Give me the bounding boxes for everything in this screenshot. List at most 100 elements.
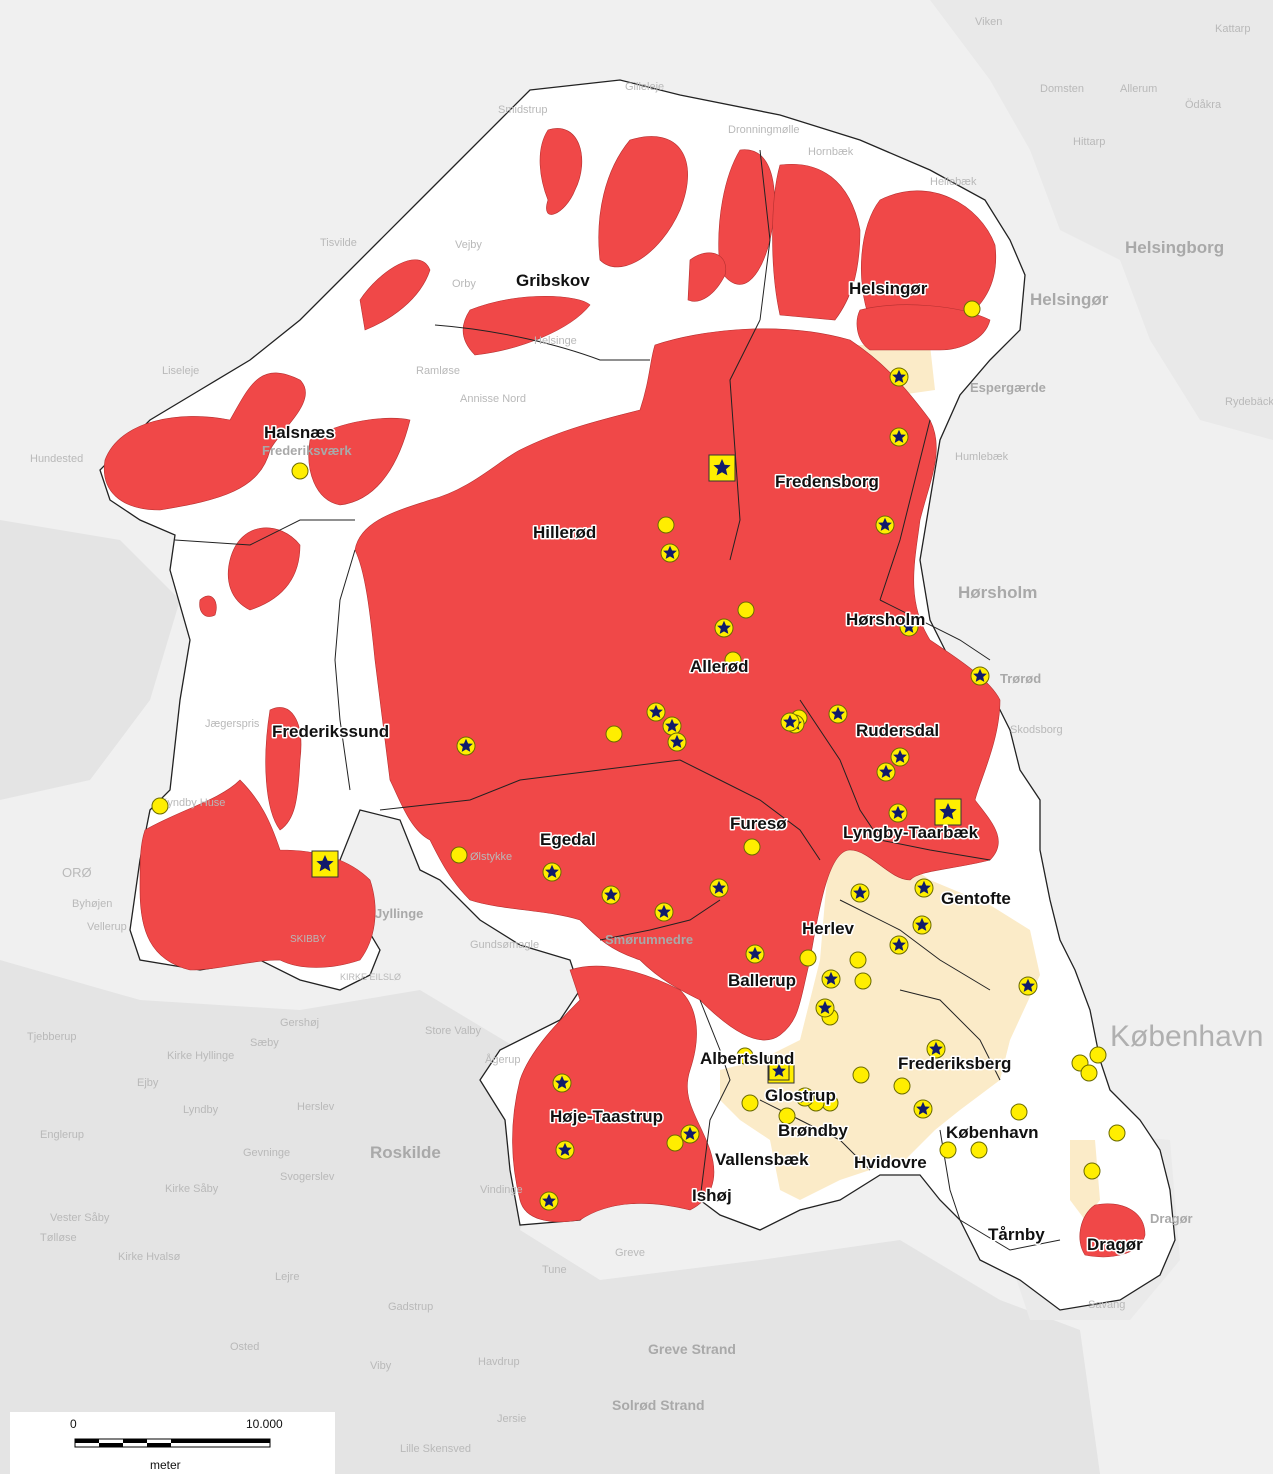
place-label: Vejby — [455, 239, 482, 251]
place-label-large: Helsingør — [1030, 290, 1109, 309]
yellow-circle-marker[interactable] — [854, 972, 872, 990]
red-zone-helsingor-2 — [861, 190, 997, 321]
yellow-circle-marker[interactable] — [1108, 1124, 1126, 1142]
yellow-circle-marker[interactable] — [852, 1066, 870, 1084]
boundary-line — [799, 699, 991, 861]
place-label: Smidstrup — [498, 104, 548, 116]
yellow-circle-marker[interactable] — [291, 462, 309, 480]
boundary-line — [839, 899, 991, 991]
place-label: Vester Såby — [50, 1212, 110, 1224]
municipality-label-hillerod: Hillerød — [533, 523, 596, 542]
place-label: Rydebäck — [1225, 396, 1273, 408]
place-label: Gadstrup — [388, 1301, 433, 1313]
municipality-label-frederiksberg: Frederiksberg — [898, 1054, 1011, 1073]
place-label-large: Roskilde — [370, 1143, 441, 1162]
municipality-label-gribskov: Gribskov — [516, 271, 590, 290]
place-label: Ramløse — [416, 365, 460, 377]
red-zone-frederikssund-1 — [227, 527, 301, 611]
yellow-circle-marker[interactable] — [736, 1047, 754, 1065]
boundary-line — [759, 1099, 871, 1171]
yellow-circle-marker[interactable] — [970, 1141, 988, 1159]
yellow-circle-marker[interactable] — [724, 651, 742, 669]
scale-bar-segment — [171, 1439, 270, 1443]
place-label: Domsten — [1040, 83, 1084, 95]
municipality-label-halsnaes: Halsnæs — [264, 423, 335, 442]
place-label: Dronningmølle — [728, 124, 800, 136]
municipality-label-albertslund: Albertslund — [700, 1049, 794, 1068]
municipality-label-glostrup: Glostrup — [765, 1086, 836, 1105]
scale-bar-segment — [75, 1439, 99, 1443]
municipality-label-fureso: Furesø — [730, 814, 787, 833]
place-label: Tjebberup — [27, 1031, 77, 1043]
place-label: Sæby — [250, 1037, 279, 1049]
place-label-large: Smørumnedre — [605, 932, 693, 947]
yellow-circle-marker[interactable] — [1010, 1103, 1028, 1121]
place-label: Hornbæk — [808, 146, 854, 158]
yellow-circle-marker[interactable] — [743, 838, 761, 856]
place-label: Englerup — [40, 1129, 84, 1141]
yellow-circle-marker[interactable] — [741, 1094, 759, 1112]
place-label: Kyndby Huse — [160, 797, 225, 809]
yellow-circle-marker[interactable] — [1080, 1064, 1098, 1082]
municipality-label-hoje-taastrup: Høje-Taastrup — [550, 1107, 663, 1126]
boundary-line — [699, 999, 731, 1201]
red-zone-skibby — [139, 779, 376, 971]
place-label: Tune — [542, 1264, 567, 1276]
yellow-circle-marker[interactable] — [1083, 1162, 1101, 1180]
place-label: Helsinge — [534, 335, 577, 347]
scale-bar-segment — [147, 1443, 171, 1447]
place-label: Ödåkra — [1185, 99, 1222, 111]
yellow-circle-marker[interactable] — [605, 725, 623, 743]
municipality-label-allerod: Allerød — [690, 657, 749, 676]
place-label-large: Trørød — [1000, 671, 1041, 686]
yellow-circle-marker[interactable] — [778, 1107, 796, 1125]
yellow-circle-marker[interactable] — [893, 1077, 911, 1095]
red-zone-frederikssund-3 — [265, 707, 302, 831]
place-label: Kirke Hyllinge — [167, 1050, 234, 1062]
yellow-circle-marker[interactable] — [666, 1134, 684, 1152]
yellow-circle-marker[interactable] — [737, 601, 755, 619]
place-label: Gilleleje — [625, 81, 664, 93]
yellow-circle-marker[interactable] — [939, 1141, 957, 1159]
place-label: Havdrup — [478, 1356, 520, 1368]
yellow-circle-marker[interactable] — [657, 516, 675, 534]
municipality-label-hvidovre: Hvidovre — [854, 1153, 927, 1172]
boundary-line — [679, 759, 821, 861]
place-label-large: Espergærde — [970, 380, 1046, 395]
place-label: Gevninge — [243, 1147, 290, 1159]
red-zone-frederikssund-2 — [199, 595, 217, 617]
starred-square-markers — [311, 454, 962, 1084]
place-label: Orby — [452, 278, 476, 290]
municipality-label-ishoj: Ishøj — [692, 1186, 732, 1205]
place-label-large: Hørsholm — [958, 583, 1037, 602]
red-zone-halsnaes-1 — [103, 372, 306, 511]
place-label: Vellerup — [87, 921, 127, 933]
place-label: Liseleje — [162, 365, 199, 377]
yellow-circle-marker[interactable] — [151, 797, 169, 815]
place-label: Jægerspris — [205, 718, 260, 730]
yellow-circle-marker[interactable] — [963, 300, 981, 318]
place-label: Tølløse — [40, 1232, 77, 1244]
boundary-line — [334, 549, 356, 791]
municipality-label-kobenhavn: København — [946, 1123, 1039, 1142]
yellow-circle-marker[interactable] — [1089, 1046, 1107, 1064]
red-zone-north-strip — [856, 304, 991, 351]
place-label-large: Frederiksværk — [262, 443, 352, 458]
place-label: Lejre — [275, 1271, 299, 1283]
place-label: Lille Skensved — [400, 1443, 471, 1455]
municipality-label-vallensbaek: Vallensbæk — [715, 1150, 809, 1169]
boundary-line — [434, 324, 650, 361]
place-label: ORØ — [62, 865, 92, 880]
yellow-circle-marker[interactable] — [849, 951, 867, 969]
zealand-landmass-south — [0, 960, 1100, 1474]
municipality-labels: Gribskov Helsingør Halsnæs Fredensborg H… — [263, 270, 1145, 1256]
red-zone-gribskov-4 — [359, 259, 431, 331]
yellow-circle-marker[interactable] — [799, 949, 817, 967]
boundary-line — [599, 899, 721, 941]
place-label: Ejby — [137, 1077, 159, 1089]
municipality-label-tarnby: Tårnby — [988, 1225, 1045, 1244]
yellow-circle-marker[interactable] — [450, 846, 468, 864]
red-zone-gribskov-2 — [598, 136, 688, 268]
